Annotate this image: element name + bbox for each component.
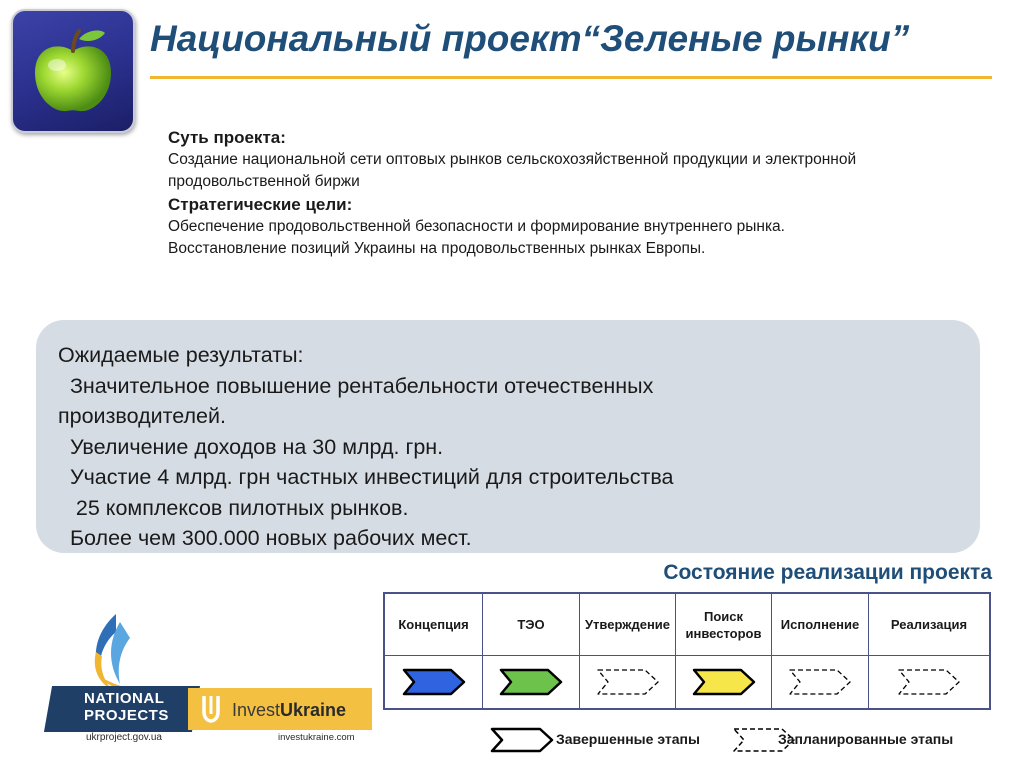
stage-table: Концепция ТЭО Утверждение Поиск инвестор… (383, 592, 991, 710)
completed-arrow-icon (490, 727, 554, 753)
legend-planned-label: Запланированные этапы (778, 731, 954, 747)
stage-status-cell (676, 656, 772, 708)
page-title: Национальный проект“Зеленые рынки” (150, 18, 910, 59)
stage-header: ТЭО (483, 594, 580, 656)
results-heading: Ожидаемые результаты: (58, 343, 304, 367)
result-line: Увеличение доходов на 30 млрд. грн. (58, 434, 444, 459)
invest-ukraine-suffix: Ukraine (280, 700, 347, 720)
app-icon-green-apple (11, 9, 135, 133)
completed-stage-arrow (402, 668, 465, 696)
goal-item: Обеспечение продовольственной безопаснос… (168, 218, 785, 235)
green-apple-icon (35, 29, 111, 112)
result-line: 25 комплексов пилотных рынков. (58, 495, 409, 520)
planned-stage-arrow (898, 669, 960, 695)
essence-text: Создание национальной сети оптовых рынко… (168, 151, 857, 190)
goals-heading: Стратегические цели: (168, 195, 353, 214)
stage-header: Концепция (385, 594, 483, 656)
status-title: Состояние реализации проекта (663, 561, 992, 584)
planned-arrow-icon (733, 728, 795, 752)
flame-emblem-icon (94, 614, 130, 690)
stage-header: Поиск инвесторов (676, 594, 772, 656)
completed-stage-arrow (499, 668, 563, 696)
stage-status-cell (483, 656, 580, 708)
expected-results-panel: Ожидаемые результаты: Значительное повыш… (36, 320, 980, 553)
legend-completed-label: Завершенные этапы (556, 731, 700, 747)
stage-status-cell (869, 656, 989, 708)
invest-ukraine-url: investukraine.com (278, 732, 355, 743)
national-projects-logo: NATIONAL PROJECTS (84, 690, 169, 724)
project-brief: Суть проекта: Создание национальной сети… (168, 126, 958, 260)
invest-ukraine-prefix: Invest (232, 700, 281, 720)
planned-stage-arrow (596, 669, 659, 695)
title-divider (150, 76, 992, 79)
completed-stage-arrow (692, 668, 755, 696)
stage-status-cell (772, 656, 869, 708)
essence-heading: Суть проекта: (168, 128, 286, 147)
invest-ukraine-logo: InvestUkraine (232, 700, 346, 721)
national-projects-line1: NATIONAL (84, 690, 165, 707)
result-line: Более чем 300.000 новых рабочих мест. (58, 526, 472, 550)
result-line: Участие 4 млрд. грн частных инвестиций д… (58, 465, 674, 489)
stage-header: Исполнение (772, 594, 869, 656)
goal-item: Восстановление позиций Украины на продов… (168, 240, 706, 257)
stage-status-cell (385, 656, 483, 708)
national-projects-url: ukrproject.gov.ua (86, 732, 162, 743)
planned-stage-arrow (789, 669, 851, 695)
result-line: производителей. (58, 404, 226, 428)
stage-header: Утверждение (580, 594, 676, 656)
invest-ukraine-u-icon (202, 696, 220, 723)
result-line: Значительное повышение рентабельности от… (58, 373, 654, 398)
national-projects-line2: PROJECTS (84, 707, 169, 724)
stage-header: Реализация (869, 594, 989, 656)
partner-logos: NATIONAL PROJECTS ukrproject.gov.ua Inve… (36, 612, 376, 743)
stage-status-cell (580, 656, 676, 708)
